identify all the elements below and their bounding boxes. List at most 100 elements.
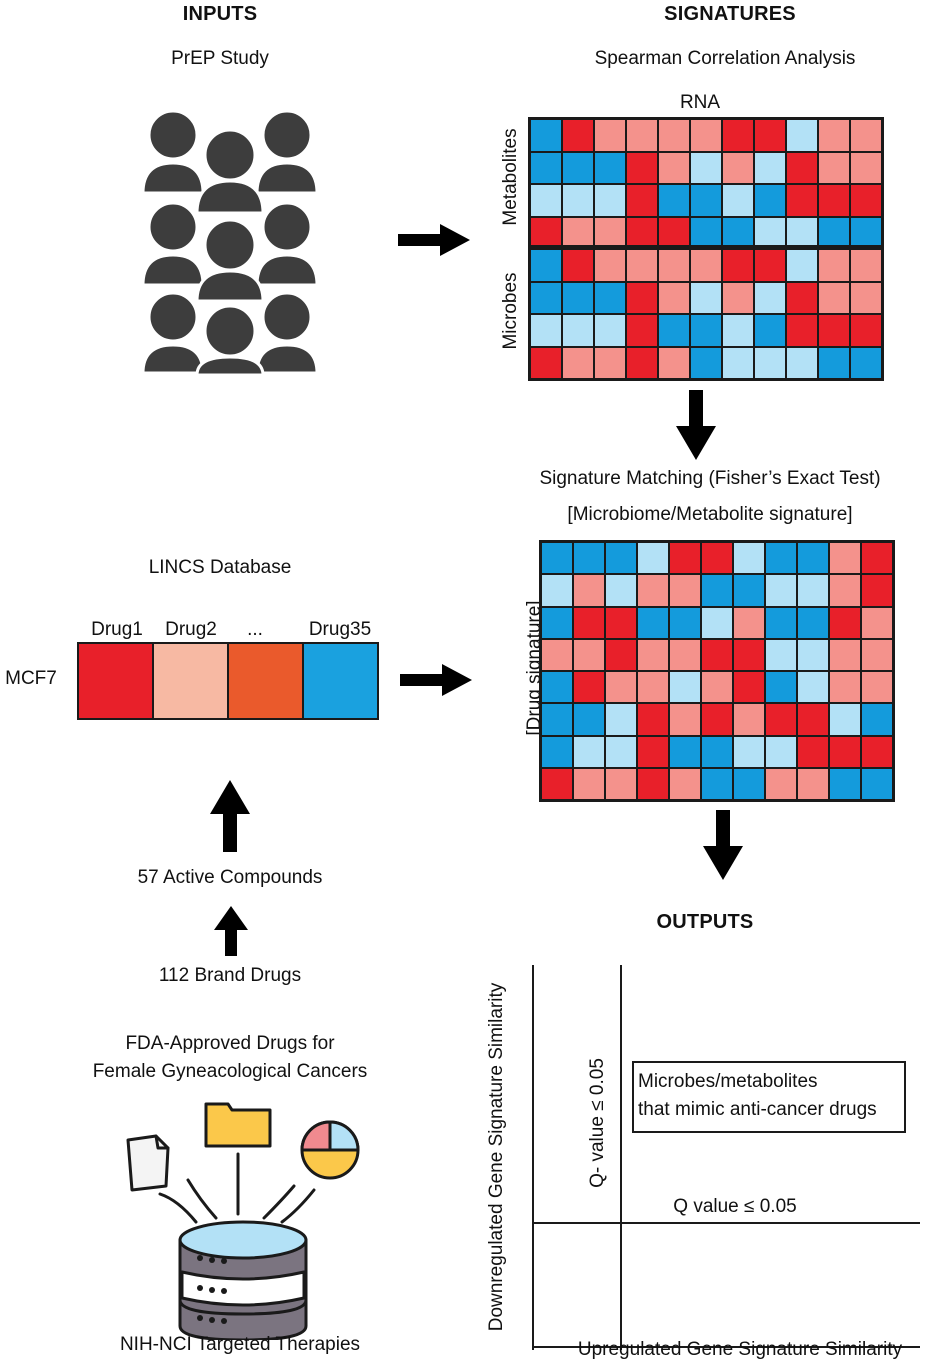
heatmap-cell xyxy=(605,574,637,607)
heatmap-cell xyxy=(669,767,701,800)
heatmap-cell xyxy=(669,703,701,736)
heatmap-cell xyxy=(530,216,562,249)
heatmap-cell xyxy=(605,735,637,768)
heatmap-cell xyxy=(829,767,861,800)
database-icon xyxy=(126,1102,360,1340)
heatmap-cell xyxy=(573,767,605,800)
heatmap-cell xyxy=(605,767,637,800)
heatmap-cell xyxy=(637,606,669,639)
outputs-header: OUTPUTS xyxy=(656,911,754,933)
heatmap-cell xyxy=(562,119,594,152)
heatmap-cell xyxy=(861,735,893,768)
heatmap-cell xyxy=(861,574,893,607)
drug1-label: Drug1 xyxy=(91,619,143,640)
heatmap-cell xyxy=(637,638,669,671)
mimic-box-line1: Microbes/metabolites xyxy=(638,1071,818,1092)
heatmap-cell xyxy=(701,638,733,671)
x-axis-line xyxy=(532,1346,920,1348)
heatmap-cell xyxy=(562,346,594,379)
heatmap-cell xyxy=(658,346,690,379)
heatmap-cell xyxy=(626,249,658,282)
heatmap-cell xyxy=(701,671,733,704)
heatmap-cell xyxy=(637,703,669,736)
heatmap-cell xyxy=(786,216,818,249)
heatmap-cell xyxy=(829,606,861,639)
heatmap-cell xyxy=(530,281,562,314)
heatmap-cell xyxy=(690,184,722,217)
heatmap-cell xyxy=(690,119,722,152)
heatmap-cell xyxy=(573,574,605,607)
heatmap-cell xyxy=(765,735,797,768)
heatmap-cell xyxy=(765,606,797,639)
heatmap-cell xyxy=(669,574,701,607)
heatmap-cell xyxy=(818,249,850,282)
lincs-database-label: LINCS Database xyxy=(148,557,292,578)
heatmap-cell xyxy=(765,767,797,800)
heatmap-cell xyxy=(690,249,722,282)
horizontal-threshold-line xyxy=(532,1222,920,1224)
heatmap-cell xyxy=(594,119,626,152)
heatmap-cell xyxy=(701,542,733,575)
arrow-down-1 xyxy=(676,390,716,460)
heatmap-cell xyxy=(573,542,605,575)
heatmap-cell xyxy=(594,249,626,282)
heatmap-cell xyxy=(573,638,605,671)
heatmap-cell xyxy=(605,606,637,639)
heatmap-cell xyxy=(786,346,818,379)
heatmap-cell xyxy=(850,281,882,314)
heatmap-cell xyxy=(658,281,690,314)
heatmap-cell xyxy=(701,574,733,607)
heatmap-cell xyxy=(818,346,850,379)
heatmap-cell xyxy=(754,249,786,282)
heatmap-cell xyxy=(754,119,786,152)
heatmap-cell xyxy=(541,671,573,704)
heatmap-cell xyxy=(669,638,701,671)
heatmap-cell xyxy=(786,151,818,184)
heatmap-cell xyxy=(754,281,786,314)
heatmap-cell xyxy=(754,314,786,347)
heatmap-cell xyxy=(669,542,701,575)
matching-heatmap xyxy=(539,540,895,802)
heatmap-cell xyxy=(733,638,765,671)
heatmap-cell xyxy=(850,119,882,152)
heatmap-cell xyxy=(797,703,829,736)
heatmap-cell xyxy=(701,703,733,736)
heatmap-cell xyxy=(573,671,605,704)
heatmap-cell xyxy=(701,735,733,768)
drug2-label: Drug2 xyxy=(165,619,217,640)
heatmap-cell xyxy=(797,606,829,639)
heatmap-cell xyxy=(850,216,882,249)
heatmap-cell xyxy=(861,703,893,736)
signature-matching-label: Signature Matching (Fisher’s Exact Test) xyxy=(539,468,881,489)
heatmap-cell xyxy=(626,281,658,314)
vertical-threshold-line xyxy=(620,965,622,1350)
heatmap-cell xyxy=(637,671,669,704)
heatmap-cell xyxy=(626,346,658,379)
heatmap-cell xyxy=(733,671,765,704)
heatmap-cell xyxy=(733,703,765,736)
fda-line2-label: Female Gyneacological Cancers xyxy=(92,1061,368,1082)
heatmap-cell xyxy=(829,671,861,704)
heatmap-cell xyxy=(861,671,893,704)
heatmap-cell xyxy=(850,249,882,282)
heatmap-cell xyxy=(626,151,658,184)
heatmap-cell xyxy=(850,346,882,379)
heatmap-cell xyxy=(722,151,754,184)
active-compounds-label: 57 Active Compounds xyxy=(137,867,323,888)
q-value-horizontal-label: Q value ≤ 0.05 xyxy=(673,1196,797,1217)
heatmap-cell xyxy=(605,671,637,704)
heatmap-cell xyxy=(562,216,594,249)
drug35-label: Drug35 xyxy=(308,619,372,640)
heatmap-cell xyxy=(669,606,701,639)
heatmap-cell xyxy=(658,119,690,152)
heatmap-cell xyxy=(541,606,573,639)
arrow-right-2 xyxy=(400,664,472,696)
heatmap-cell xyxy=(573,703,605,736)
y-axis-label: Downregulated Gene Signature Similarity xyxy=(486,982,507,1332)
mcf7-label: MCF7 xyxy=(5,668,57,689)
heatmap-divider xyxy=(528,245,882,249)
heatmap-cell xyxy=(562,314,594,347)
heatmap-cell xyxy=(818,314,850,347)
heatmap-cell xyxy=(765,671,797,704)
heatmap-cell xyxy=(765,638,797,671)
